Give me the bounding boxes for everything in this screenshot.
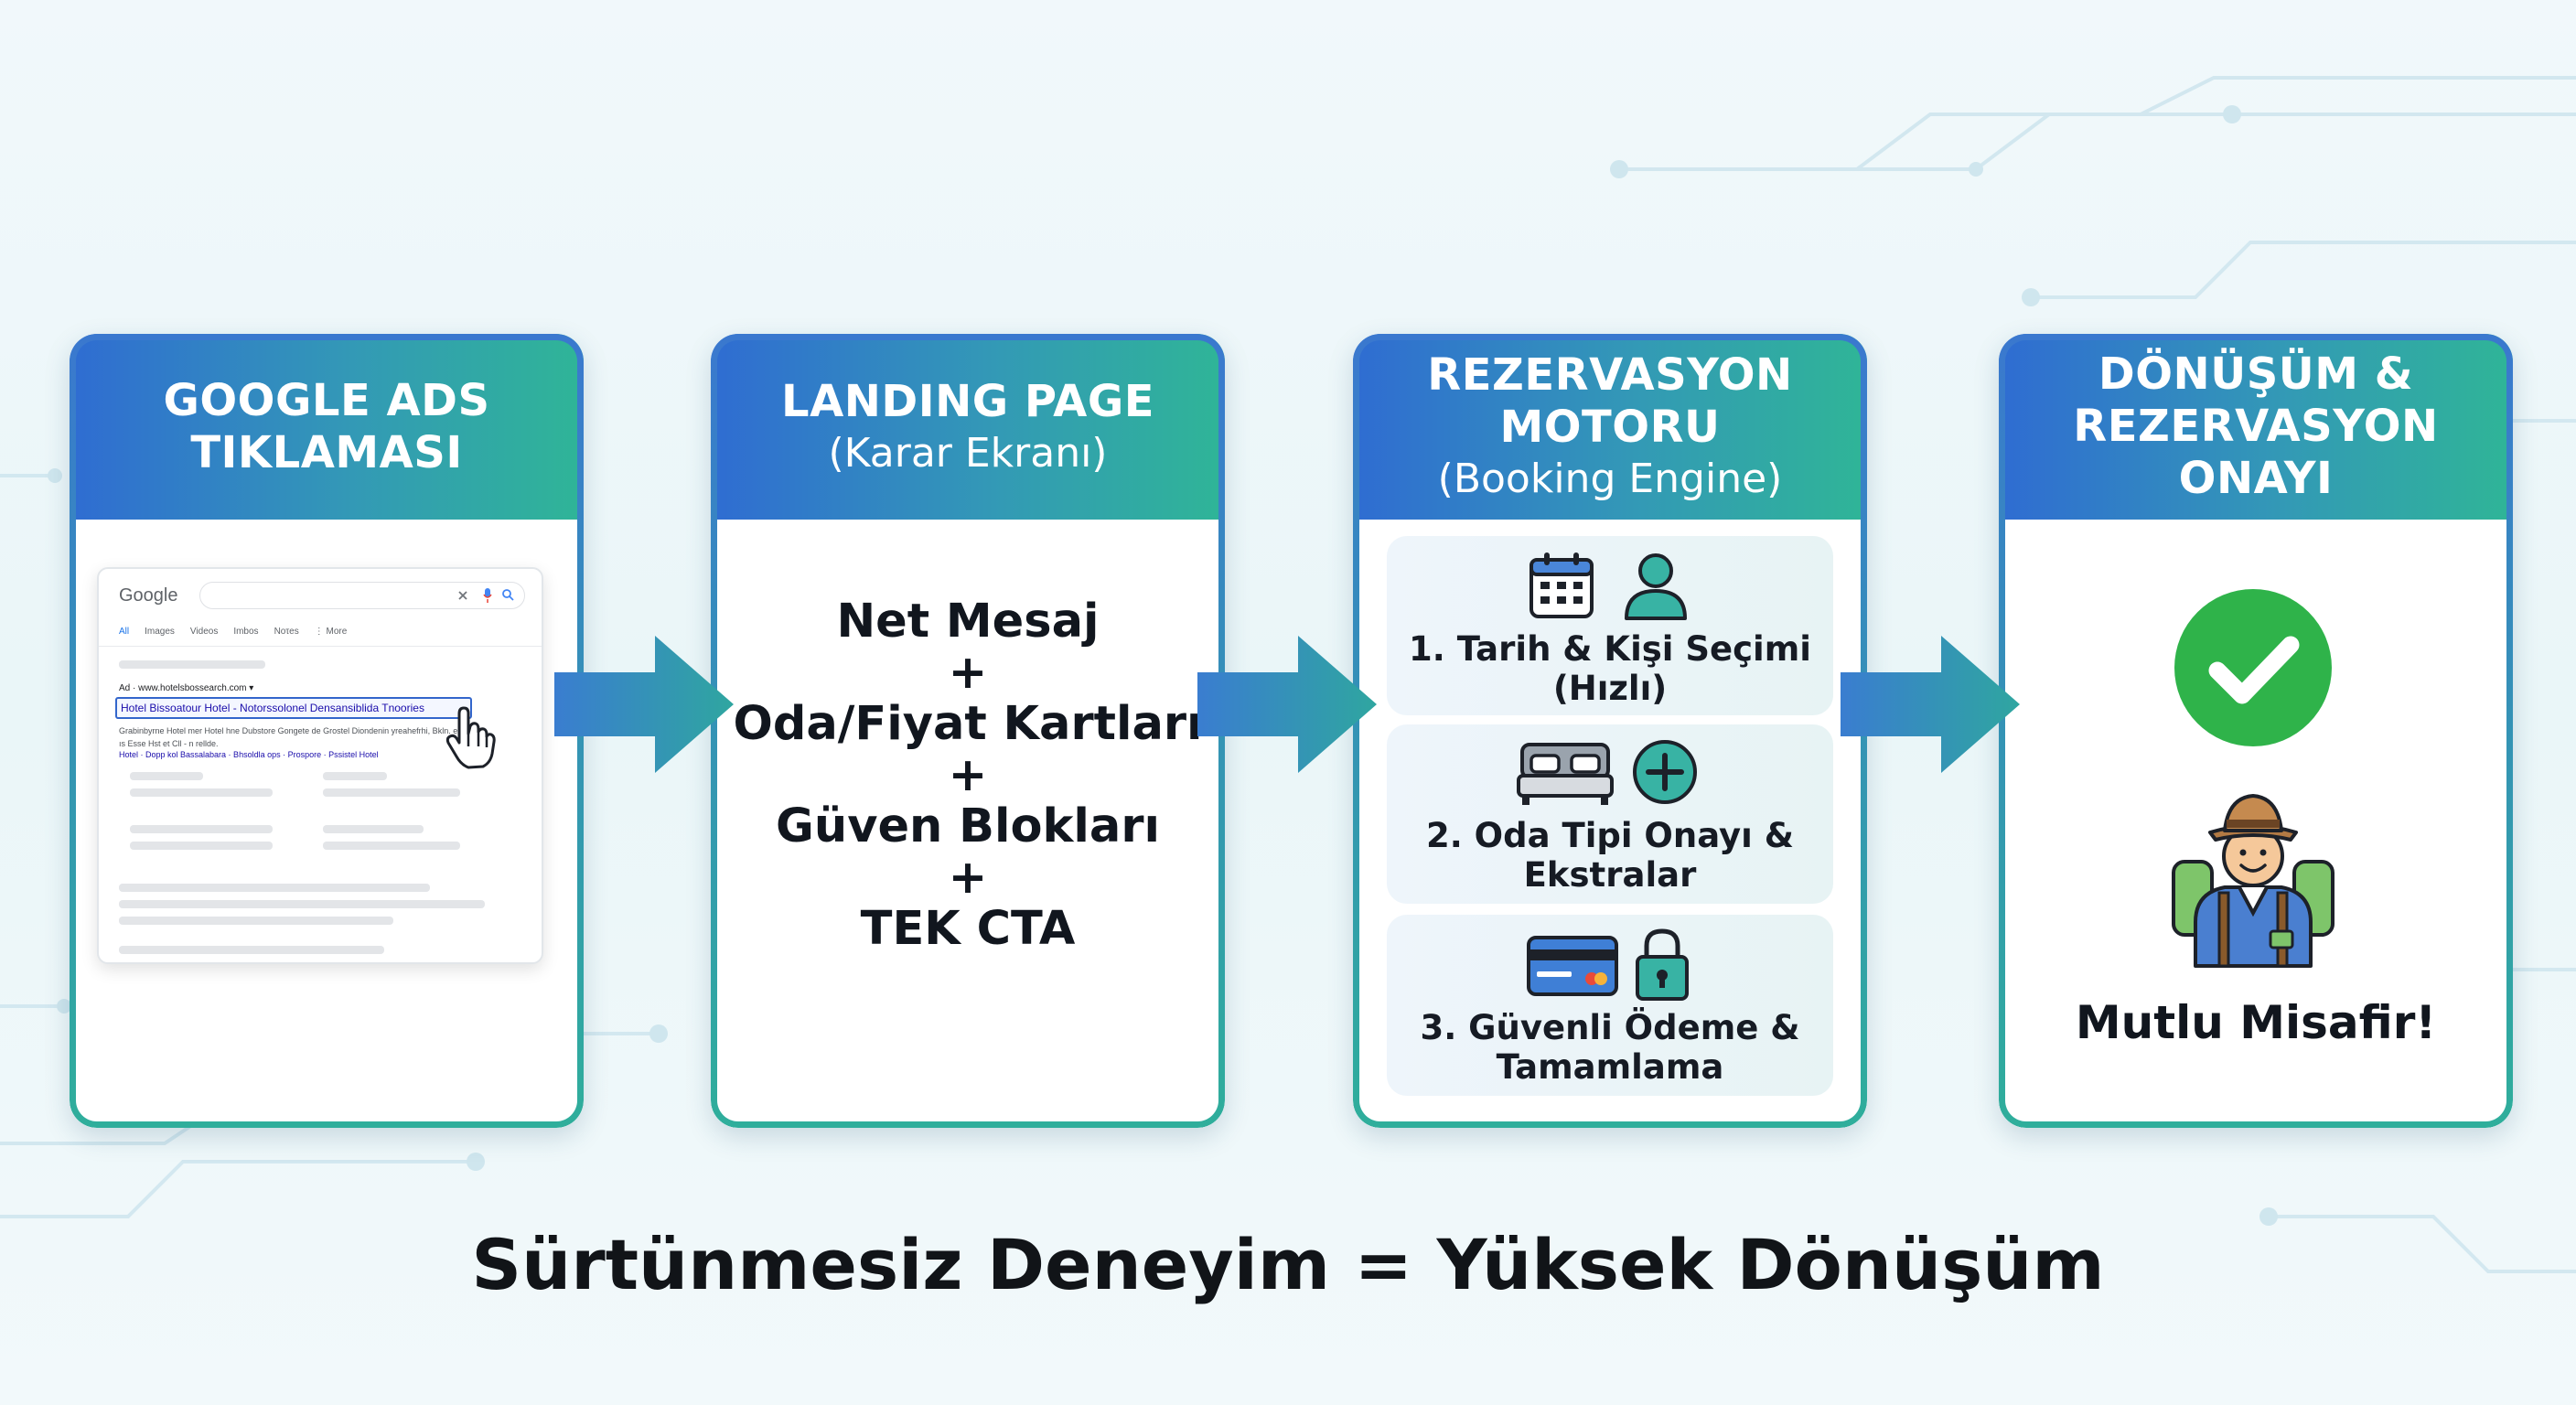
tab-videos: Videos xyxy=(189,627,219,637)
card-title: REZERVASYON xyxy=(1427,349,1793,401)
happy-guest-caption: Mutlu Misafir! xyxy=(2075,996,2437,1049)
pointer-hand-icon xyxy=(445,706,496,769)
card-title-line3: ONAYI xyxy=(2178,453,2334,504)
close-icon xyxy=(458,591,467,600)
card-body xyxy=(717,520,1218,1121)
flow-arrow-1 xyxy=(554,636,734,773)
step-title: 2. Oda Tipi Onayı & xyxy=(1425,816,1794,855)
card-header: GOOGLE ADS TIKLAMASI xyxy=(70,334,584,520)
step-label: 2. Oda Tipi Onayı & Ekstralar xyxy=(1387,816,1833,895)
card-title: LANDING PAGE xyxy=(781,375,1154,427)
step-label: 1. Tarih & Kişi Seçimi (Hızlı) xyxy=(1387,629,1833,708)
lock-icon xyxy=(1636,928,1689,1001)
user-icon xyxy=(1625,553,1687,620)
plus-sign: + xyxy=(948,748,988,802)
ad-description: Grabinbyrne Hotel mer Hotel hne Dubstore… xyxy=(119,726,474,748)
card-header: LANDING PAGE (Karar Ekranı) xyxy=(711,334,1225,520)
ad-sitelinks: Hotel · Dopp kol Bassalabara · Bhsoldla … xyxy=(119,750,379,759)
footer-slogan: Sürtünmesiz Deneyim = Yüksek Dönüşüm xyxy=(471,1224,2105,1305)
plus-sign: + xyxy=(948,851,988,905)
card-header: REZERVASYON MOTORU (Booking Engine) xyxy=(1353,334,1867,520)
step-title: 3. Güvenli Ödeme & xyxy=(1420,1008,1800,1047)
card-title-line2: MOTORU xyxy=(1499,402,1721,453)
plus-sign: + xyxy=(948,646,988,700)
tab-all: All xyxy=(119,627,130,637)
traveler-icon xyxy=(2172,794,2334,968)
calendar-icon xyxy=(1530,552,1594,618)
card-header: DÖNÜŞÜM & REZERVASYON ONAYI xyxy=(1999,334,2513,520)
booking-step-secure-payment: 3. Güvenli Ödeme & Tamamlama xyxy=(1387,915,1833,1096)
step-label: 3. Güvenli Ödeme & Tamamlama xyxy=(1387,1008,1833,1087)
card-subtitle: (Karar Ekranı) xyxy=(828,429,1108,477)
step-note: (Hızlı) xyxy=(1552,669,1668,708)
search-tabs: All Images Videos Ιmbos Νοτes ⋮ More xyxy=(119,627,347,637)
booking-step-date-guests: 1. Tarih & Kişi Seçimi (Hızlı) xyxy=(1387,536,1833,715)
credit-card-icon xyxy=(1527,936,1618,996)
component-single-cta: TEK CTA xyxy=(860,902,1076,956)
step-note: Ekstralar xyxy=(1523,855,1697,895)
card-title: GOOGLE ADS xyxy=(163,374,490,426)
card-subtitle: (Booking Engine) xyxy=(1437,456,1783,502)
bed-icon xyxy=(1517,743,1614,805)
flow-arrow-3 xyxy=(1841,636,2020,773)
booking-step-room-type: 2. Oda Tipi Onayı & Ekstralar xyxy=(1387,724,1833,904)
component-net-message: Net Mesaj xyxy=(836,595,1100,649)
check-circle-icon xyxy=(2174,589,2332,746)
tab-maps: Ιmbos xyxy=(233,627,259,637)
card-title-line2: TIKLAMASI xyxy=(190,426,463,478)
tab-news: Νοτes xyxy=(274,627,299,637)
flow-arrow-2 xyxy=(1197,636,1377,773)
google-search-mock: Google All Images Videos Ιmbos Νοτes ⋮ M… xyxy=(97,567,543,964)
ad-headline-link: Hotel Bissoatour Hotel - Notorssolonel D… xyxy=(115,697,472,719)
tab-images: Images xyxy=(145,627,175,637)
step-card-landing-page: LANDING PAGE (Karar Ekranı) xyxy=(711,334,1225,1128)
mic-icon xyxy=(483,588,492,603)
ad-url: Ad · www.hotelsbossearch.com ▾ xyxy=(119,683,254,693)
search-bar xyxy=(199,582,525,609)
component-trust-blocks: Güven Blokları xyxy=(776,799,1160,853)
step-note: Tamamlama xyxy=(1496,1047,1724,1087)
card-title: DÖNÜŞÜM & xyxy=(2098,349,2414,400)
component-room-price-cards: Oda/Fiyat Kartları xyxy=(733,697,1203,751)
plus-circle-icon xyxy=(1633,740,1697,804)
search-icon xyxy=(502,589,514,601)
google-logo: Google xyxy=(119,585,178,606)
tab-more: ⋮ More xyxy=(314,627,348,637)
card-title-line2: REZERVASYON xyxy=(2073,401,2439,452)
step-title: 1. Tarih & Kişi Seçimi xyxy=(1409,629,1811,669)
landing-page-components: Net Mesaj + Oda/Fiyat Kartları + Güven B… xyxy=(711,596,1225,955)
